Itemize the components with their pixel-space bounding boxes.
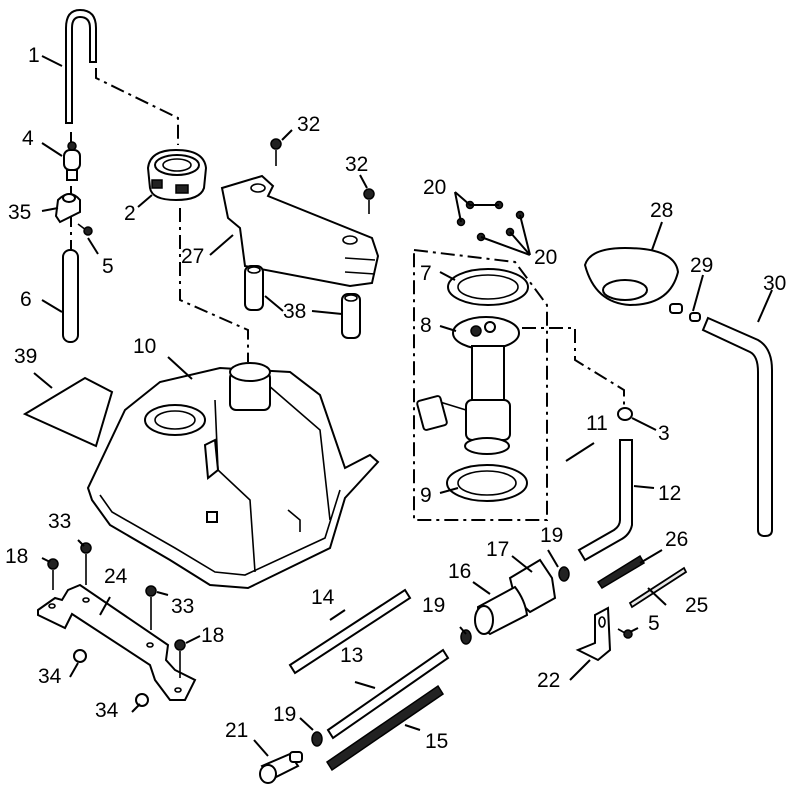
part-14-hose xyxy=(288,588,412,675)
part-18-bolt-b xyxy=(174,639,186,678)
callout-26: 26 xyxy=(665,528,688,551)
callout-39: 39 xyxy=(14,345,37,368)
callout-7: 7 xyxy=(420,262,432,285)
callout-19-middle: 19 xyxy=(422,594,445,617)
callout-1: 1 xyxy=(28,44,40,67)
part-6-hose xyxy=(62,249,79,343)
part-22-bracket xyxy=(575,606,612,662)
part-13-hose xyxy=(326,648,450,740)
callout-5-right: 5 xyxy=(648,612,660,635)
callout-6: 6 xyxy=(20,288,32,311)
part-1-breather-hose xyxy=(65,8,97,124)
part-26-sleeve xyxy=(596,554,646,590)
part-4-check-valve xyxy=(63,141,81,181)
callout-17: 17 xyxy=(486,538,509,561)
part-34-nut-b xyxy=(135,693,149,707)
part-16-fuel-filter xyxy=(474,585,529,636)
callout-8: 8 xyxy=(420,314,432,337)
callout-32-left: 32 xyxy=(297,113,320,136)
callout-19-lower: 19 xyxy=(273,703,296,726)
callout-19-upper: 19 xyxy=(540,524,563,547)
part-18-bolt-a xyxy=(47,558,59,590)
part-19-clamp-c xyxy=(311,731,323,747)
callout-22: 22 xyxy=(537,669,560,692)
callout-20-bottom: 20 xyxy=(534,246,557,269)
part-38-spacer-a xyxy=(244,265,264,311)
callout-32-right: 32 xyxy=(345,153,368,176)
callout-18-right: 18 xyxy=(201,624,224,647)
part-32-bolt-a xyxy=(270,138,282,166)
part-34-nut-a xyxy=(73,649,87,663)
callout-13: 13 xyxy=(340,644,363,667)
part-2-fuel-cap xyxy=(146,148,208,202)
callout-28: 28 xyxy=(650,199,673,222)
part-24-mount-bracket xyxy=(37,583,197,701)
assembly-line-cap xyxy=(179,208,249,362)
callout-labels: 1 2 3 4 5 5 6 7 8 9 10 11 12 13 14 15 16… xyxy=(5,44,786,753)
callout-18-left: 18 xyxy=(5,545,28,568)
part-15-sleeve xyxy=(325,684,445,772)
assembly-line-fuel-outlet xyxy=(495,327,625,410)
part-19-clamp-a xyxy=(558,566,570,582)
part-38-spacer-b xyxy=(341,293,361,339)
part-8-fuel-pump xyxy=(416,316,520,455)
callout-38: 38 xyxy=(283,300,306,323)
part-5-bolt-right xyxy=(617,628,633,639)
callout-15: 15 xyxy=(425,730,448,753)
callout-27: 27 xyxy=(181,245,204,268)
callout-16: 16 xyxy=(448,560,471,583)
part-33-bolt-a xyxy=(80,542,92,585)
part-28-drain-tray xyxy=(583,246,683,314)
assembly-line-breather xyxy=(95,68,179,145)
callout-12: 12 xyxy=(658,482,681,505)
callout-30: 30 xyxy=(763,272,786,295)
callout-24: 24 xyxy=(104,565,128,588)
callout-3: 3 xyxy=(658,422,670,445)
callout-35: 35 xyxy=(8,201,31,224)
callout-29: 29 xyxy=(690,254,713,277)
part-21-connector xyxy=(259,751,303,784)
leader-lines xyxy=(33,55,773,757)
part-27-tank-support xyxy=(220,174,380,288)
callout-11: 11 xyxy=(586,412,608,435)
callout-10: 10 xyxy=(133,335,156,358)
callout-14: 14 xyxy=(311,586,335,609)
part-9-gasket-bottom xyxy=(446,464,528,502)
callout-5-left: 5 xyxy=(102,255,114,278)
part-25-hose xyxy=(628,566,688,609)
callout-2: 2 xyxy=(124,202,136,225)
part-39-pad xyxy=(22,376,114,448)
callout-34-left: 34 xyxy=(38,665,62,688)
callout-21: 21 xyxy=(225,719,248,742)
callout-34-right: 34 xyxy=(95,699,119,722)
assembly-line-pump-box xyxy=(413,248,548,521)
part-10-fuel-tank xyxy=(86,362,380,590)
part-5-bolt-left xyxy=(77,223,93,236)
callout-4: 4 xyxy=(22,127,34,150)
part-30-drain-hose xyxy=(701,316,773,538)
part-35-hose-clip xyxy=(54,193,81,224)
part-3-clamp xyxy=(617,407,633,421)
part-29-fitting xyxy=(689,312,701,322)
callout-33-right: 33 xyxy=(171,595,194,618)
part-12-fuel-line xyxy=(577,439,633,562)
callout-20-top: 20 xyxy=(423,176,446,199)
part-32-bolt-b xyxy=(363,188,375,214)
part-33-bolt-b xyxy=(145,585,157,630)
callout-33-left: 33 xyxy=(48,510,71,533)
callout-25: 25 xyxy=(685,594,708,617)
part-19-clamp-b xyxy=(460,629,472,645)
part-7-gasket-top xyxy=(447,268,529,306)
callout-9: 9 xyxy=(420,484,432,507)
